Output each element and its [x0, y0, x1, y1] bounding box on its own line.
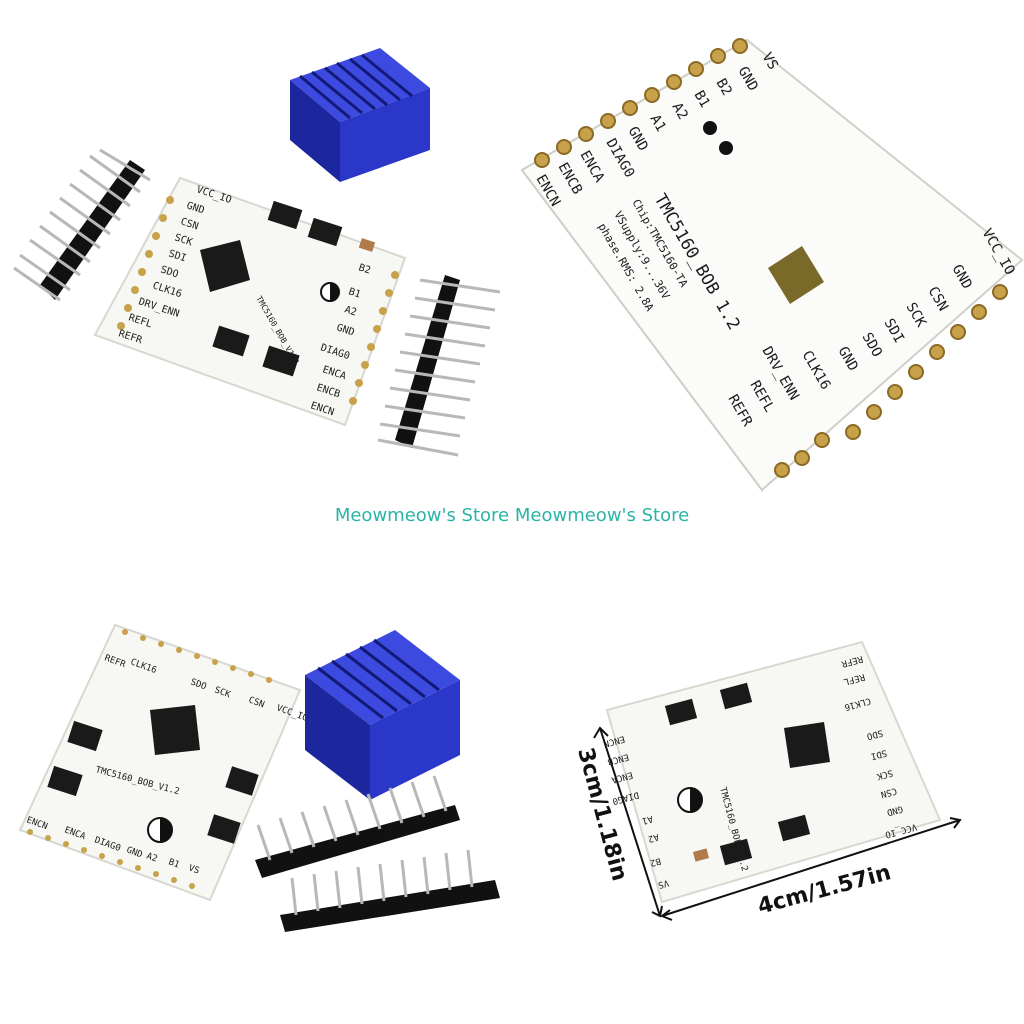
- svg-text:A2: A2: [669, 100, 691, 123]
- pcb-board-front: [18, 623, 302, 902]
- board-heatsink-illustration: TMC5160_BOB_V1.2 REFR CLK16 SDO SCK CSN …: [18, 623, 500, 932]
- svg-text:B1: B1: [347, 286, 362, 300]
- svg-text:B1: B1: [167, 857, 181, 870]
- svg-text:A2: A2: [647, 831, 660, 843]
- chip-icon: [200, 240, 250, 292]
- svg-text:GND: GND: [185, 200, 206, 216]
- svg-text:B2: B2: [713, 76, 735, 99]
- thermal-pad-icon: [768, 246, 824, 304]
- svg-text:B1: B1: [691, 88, 713, 111]
- board-dimensions-illustration: TMC5160_BOB_V1.2 ENCN ENCB ENCA DIAG0 A1…: [572, 640, 962, 921]
- svg-text:A2: A2: [145, 851, 159, 864]
- heatsink-icon: [290, 48, 430, 182]
- pin-header-right: [377, 275, 501, 457]
- pin-header-upper: [255, 775, 460, 878]
- pcb-board: [93, 176, 407, 427]
- pin-header-lower: [280, 849, 500, 932]
- svg-text:A2: A2: [343, 304, 358, 318]
- svg-text:SDI: SDI: [870, 747, 888, 761]
- pin-header-left: [13, 148, 151, 302]
- svg-text:SDI: SDI: [167, 248, 188, 264]
- chip-icon: [150, 705, 200, 755]
- photo-board-with-headers-top-left: VCC_IO GND CSN SCK SDI SDO CLK16 DRV_ENN…: [0, 0, 512, 500]
- svg-text:CSN: CSN: [880, 785, 898, 799]
- svg-text:A1: A1: [647, 112, 669, 135]
- photo-board-heatsink-headers: TMC5160_BOB_V1.2 REFR CLK16 SDO SCK CSN …: [0, 560, 512, 1024]
- svg-text:GND: GND: [335, 322, 356, 338]
- pcb-board-dimensioned: [605, 640, 942, 904]
- svg-text:VS: VS: [657, 877, 670, 889]
- svg-text:SDO: SDO: [866, 727, 884, 741]
- svg-text:VS: VS: [187, 863, 201, 876]
- board-back-illustration: VS GND B2 B1 A2 A1 GND DIAG0 ENCA ENCB E…: [520, 38, 1024, 493]
- photo-board-back-side: VS GND B2 B1 A2 A1 GND DIAG0 ENCA ENCB E…: [512, 0, 1024, 500]
- svg-text:A1: A1: [641, 813, 654, 825]
- chip-icon: [784, 722, 830, 768]
- photo-board-dimensions: TMC5160_BOB_V1.2 ENCN ENCB ENCA DIAG0 A1…: [512, 560, 1024, 1024]
- svg-text:CSN: CSN: [179, 216, 200, 232]
- svg-text:SCK: SCK: [875, 767, 894, 781]
- pcb-board-back: [520, 38, 1024, 493]
- svg-text:B2: B2: [357, 262, 372, 276]
- svg-text:VS: VS: [759, 50, 781, 73]
- svg-text:GND: GND: [886, 803, 904, 817]
- store-watermark: Meowmeow's Store Meowmeow's Store: [334, 505, 690, 526]
- svg-text:B2: B2: [649, 855, 662, 867]
- svg-text:SDO: SDO: [159, 264, 180, 280]
- heatsink-icon: [305, 630, 460, 800]
- dimension-arrows: [593, 726, 962, 921]
- board-illustration: VCC_IO GND CSN SCK SDI SDO CLK16 DRV_ENN…: [13, 48, 501, 457]
- svg-text:SCK: SCK: [173, 232, 194, 248]
